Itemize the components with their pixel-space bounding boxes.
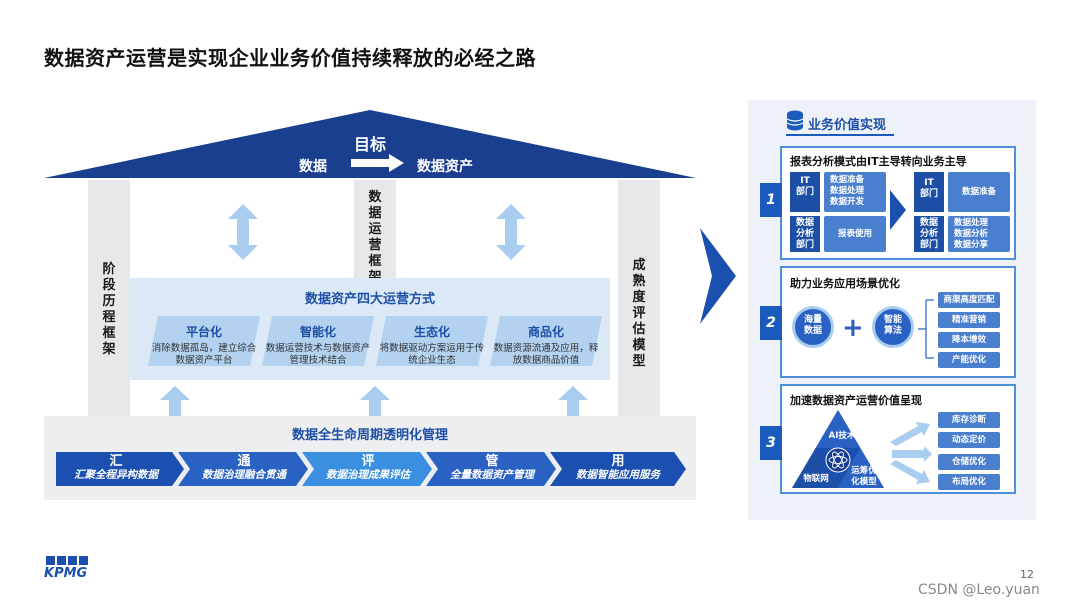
step-label: 数据治理融合贯通 (202, 469, 286, 481)
smart-algo-circle: 智能算法 (872, 306, 914, 348)
card-title: 生态化 (413, 325, 450, 339)
card-bg (376, 316, 488, 366)
section-2-heading: 助力业务应用场景优化 (790, 277, 900, 290)
kpmg-logo-blocks (46, 556, 88, 565)
tri-iot: 物联网 (803, 474, 829, 484)
section-3-heading: 加速数据资产运营价值呈现 (790, 394, 922, 407)
operations-title: 数据资产四大运营方式 (304, 292, 435, 307)
page-title: 数据资产运营是实现企业业务价值持续释放的必经之路 (44, 46, 536, 70)
it-dept-left: IT部门 (790, 172, 820, 212)
step-manage: 管 全量数据资产管理 (432, 452, 552, 486)
roof-goal: 目标 (353, 135, 386, 154)
pillar-left (88, 180, 130, 416)
up-arrow-icon (558, 386, 588, 416)
step-connect: 通 数据治理融合贯通 (184, 452, 304, 486)
da-dept-left: 数据分析部门 (790, 216, 820, 252)
chevron-bg (550, 452, 686, 486)
step-gather: 汇 汇聚全程异构数据 (56, 452, 176, 486)
it-dept-right: IT部门 (914, 172, 944, 212)
pillar-left-label: 阶段历程框架 (102, 262, 116, 357)
card-desc: 将数据驱动方案运用于传统企业生态 (379, 343, 485, 366)
card-bg (262, 316, 374, 366)
step-use: 用 数据智能应用服务 (556, 452, 680, 486)
outcome-item: 库存诊断 (938, 412, 1000, 428)
up-arrow-icon (160, 386, 190, 416)
da-items-right: 数据处理数据分析数据分享 (948, 216, 1010, 252)
da-dept-right: 数据分析部门 (914, 216, 944, 252)
roof-to: 数据资产 (417, 159, 473, 175)
outcome-item: 动态定价 (938, 432, 1000, 448)
card-desc: 消除数据孤岛，建立综合数据资产平台 (151, 343, 257, 366)
roof-from: 数据 (299, 159, 327, 175)
double-arrow-icon (228, 204, 258, 260)
double-arrow-icon (496, 204, 526, 260)
chevron-right-icon (890, 190, 906, 230)
kpmg-logo: KPMG (44, 566, 88, 581)
watermark: CSDN @Leo.yuan (918, 582, 1040, 598)
section-1-heading: 报表分析模式由IT主导转向业务主导 (790, 155, 967, 168)
card-title: 平台化 (185, 325, 222, 339)
section-2-number: 2 (760, 306, 782, 340)
panel-title: 业务价值实现 (808, 118, 887, 133)
house-roof (44, 110, 696, 178)
arrows-icon (890, 422, 932, 484)
bracket-icon (918, 299, 934, 359)
card-desc: 数据运营技术与数据资产管理技术结合 (265, 343, 371, 366)
step-char: 汇 (109, 454, 123, 469)
tri-opt: 运筹优化模型 (851, 466, 877, 487)
benefit-item: 精准营销 (938, 312, 1000, 328)
card-commodity: 商品化 数据资源流通及应用，释放数据商品价值 (492, 316, 600, 366)
card-title: 商品化 (527, 325, 564, 339)
step-label: 汇聚全程异构数据 (74, 469, 158, 481)
step-evaluate: 评 数据治理成果评估 (308, 452, 428, 486)
step-label: 数据治理成果评估 (326, 469, 410, 481)
chevron-bg (178, 452, 308, 486)
pillar-right-label: 成熟度评估模型 (632, 258, 646, 369)
card-title: 智能化 (299, 325, 336, 339)
card-desc: 数据资源流通及应用，释放数据商品价值 (493, 343, 599, 366)
step-label: 全量数据资产管理 (450, 469, 534, 481)
tri-ai: AI技术 (828, 431, 856, 441)
card-platform: 平台化 消除数据孤岛，建立综合数据资产平台 (150, 316, 258, 366)
benefit-item: 产能优化 (938, 352, 1000, 368)
step-label: 数据智能应用服务 (576, 469, 660, 481)
card-intelligent: 智能化 数据运营技术与数据资产管理技术结合 (264, 316, 372, 366)
page-number: 12 (1020, 568, 1034, 581)
pillar-center (354, 180, 396, 278)
it-items-left: 数据准备数据处理数据开发 (824, 172, 886, 212)
card-bg (148, 316, 260, 366)
plus-icon: + (842, 313, 864, 343)
step-char: 通 (237, 454, 251, 469)
outcome-item: 仓储优化 (938, 454, 1000, 470)
up-arrow-icon (360, 386, 390, 416)
card-bg (490, 316, 602, 366)
section-3-number: 3 (760, 426, 782, 460)
da-items-left: 报表使用 (824, 216, 886, 252)
chevron-bg (302, 452, 432, 486)
massive-data-circle: 海量数据 (792, 306, 834, 348)
section-1-number: 1 (760, 183, 782, 217)
pillar-right (618, 180, 660, 416)
chevron-bg (426, 452, 556, 486)
big-right-arrow-icon (700, 228, 736, 324)
outcome-item: 布局优化 (938, 474, 1000, 490)
pillar-center-label: 数据运营框架 (368, 190, 382, 285)
it-items-right: 数据准备 (948, 172, 1010, 212)
step-char: 管 (485, 454, 499, 469)
benefit-item: 降本增效 (938, 332, 1000, 348)
benefit-item: 商渠高度匹配 (938, 292, 1000, 308)
card-ecosystem: 生态化 将数据驱动方案运用于传统企业生态 (378, 316, 486, 366)
title-underline (786, 134, 894, 136)
triangle-diagram (792, 410, 884, 488)
database-icon (786, 110, 804, 131)
step-char: 评 (361, 454, 375, 469)
lifecycle-title: 数据全生命周期透明化管理 (291, 428, 448, 443)
step-char: 用 (611, 454, 625, 469)
chevron-bg (56, 452, 184, 486)
